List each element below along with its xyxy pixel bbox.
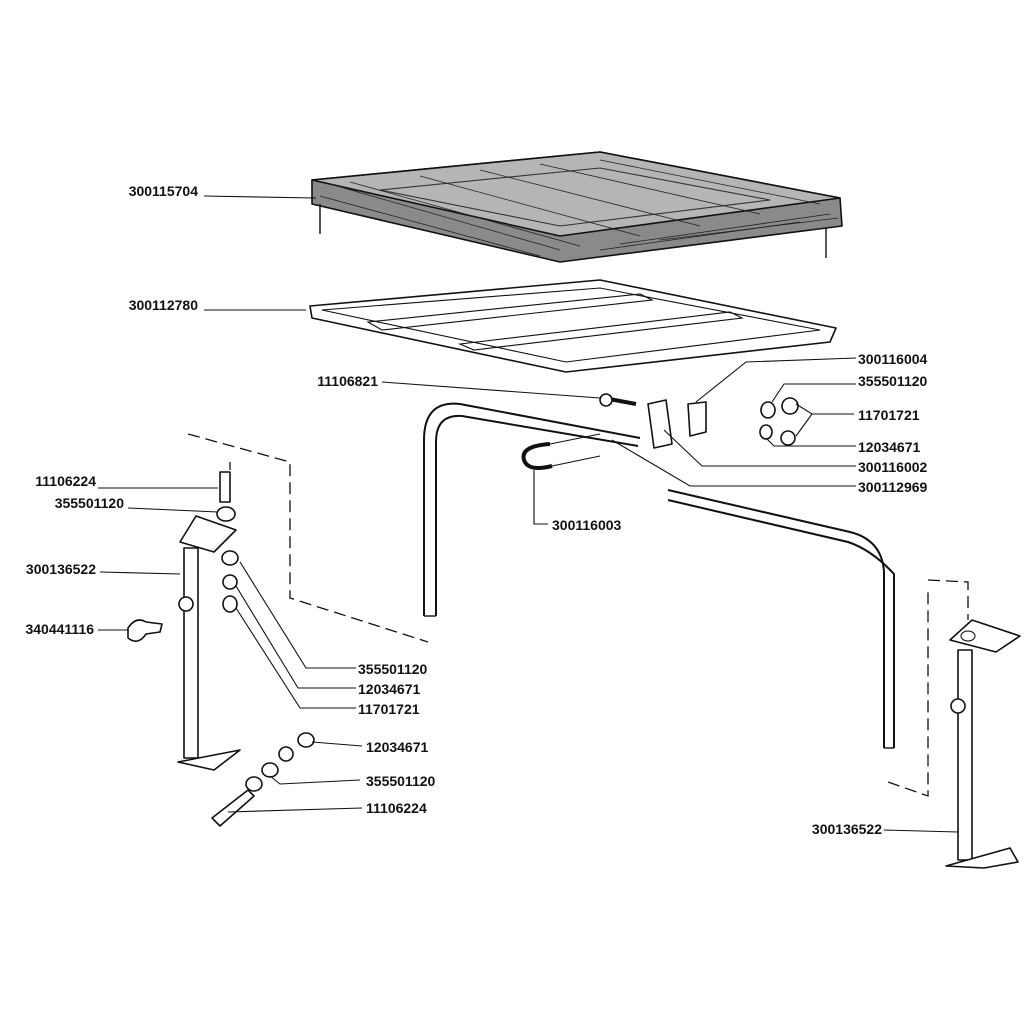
callout-12034671-c: 12034671: [366, 739, 429, 755]
callout-300116002: 300116002: [858, 459, 928, 475]
right-stanchion: [945, 619, 1021, 869]
callout-300116004: 300116004: [858, 351, 928, 367]
callout-300136522-a: 300136522: [26, 561, 96, 577]
roof-frame: [309, 279, 837, 373]
callout-355501120-a: 355501120: [858, 373, 928, 389]
callout-355501120-d: 355501120: [366, 773, 436, 789]
callout-355501120-c: 355501120: [358, 661, 428, 677]
callout-11106224-a: 11106224: [35, 473, 96, 489]
callout-355501120-b: 355501120: [55, 495, 125, 511]
callout-11701721-a: 11701721: [858, 407, 920, 423]
callout-300112969: 300112969: [858, 479, 928, 495]
callout-300136522-b: 300136522: [812, 821, 882, 837]
callout-11701721-b: 11701721: [358, 701, 420, 717]
bracket-hardware: [521, 393, 799, 470]
callout-labels: 300115704 300112780 11106821 300116004 3…: [25, 183, 927, 837]
callout-12034671-b: 12034671: [358, 681, 421, 697]
left-bow: [423, 402, 641, 617]
callout-300116003: 300116003: [552, 517, 622, 533]
callout-11106224-b: 11106224: [366, 800, 427, 816]
right-bow: [667, 489, 895, 749]
left-stanchion: [127, 471, 315, 827]
leader-lines: [98, 195, 959, 833]
callout-300115704: 300115704: [129, 183, 199, 199]
callout-12034671-a: 12034671: [858, 439, 921, 455]
callout-300112780: 300112780: [129, 297, 199, 313]
callout-11106821: 11106821: [317, 373, 378, 389]
canopy-cover: [311, 151, 843, 263]
callout-340441116: 340441116: [25, 621, 94, 637]
assembly-lines: [187, 433, 969, 797]
